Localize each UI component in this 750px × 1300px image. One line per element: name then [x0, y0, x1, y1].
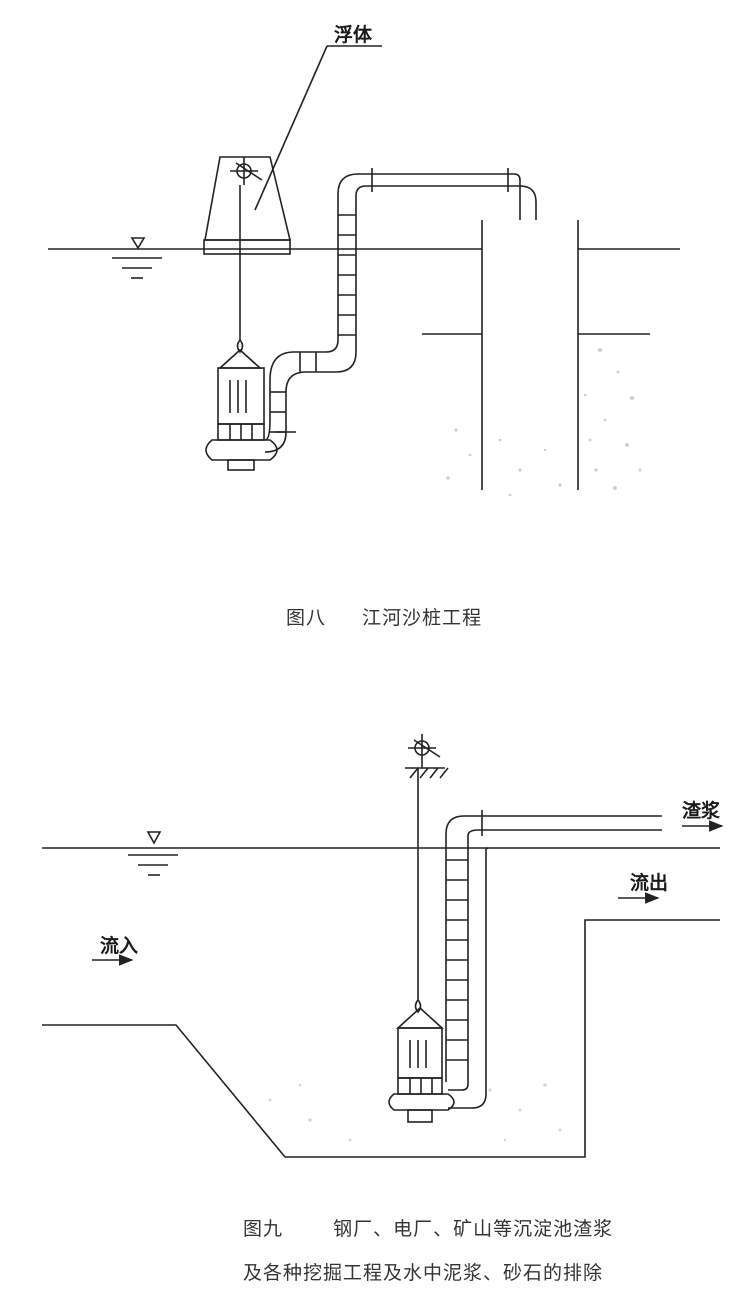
- figure9-caption-line1: 图九 钢厂、电厂、矿山等沉淀池渣浆: [243, 1214, 613, 1241]
- basin-hook-icon: [414, 999, 422, 1014]
- figure8-caption-title: 江河沙桩工程: [362, 607, 483, 629]
- slurry-discharge-hose: [445, 810, 662, 1109]
- figure9-diagram: [42, 734, 724, 1158]
- figure8-caption-number: 图八: [286, 607, 327, 629]
- figure8-diagram: [48, 45, 680, 497]
- outflow-label: 流出: [630, 872, 669, 894]
- figure8-caption: 图八 江河沙桩工程: [286, 603, 482, 630]
- submersible-pump: [205, 348, 278, 471]
- discharge-hose: [264, 168, 537, 453]
- float-label: 浮体: [334, 24, 373, 46]
- figure9-caption-text1: 钢厂、电厂、矿山等沉淀池渣浆: [333, 1218, 614, 1240]
- sediment-texture: [446, 348, 642, 497]
- basin-sediment-texture: [268, 1083, 562, 1142]
- basin-submersible-pump: [388, 1006, 455, 1123]
- hook-icon: [236, 339, 244, 354]
- float-leader-line: [254, 45, 328, 211]
- basin-water-level-symbol: [128, 831, 178, 876]
- sand-pile-pit: [422, 220, 650, 490]
- water-level-symbol: [112, 237, 162, 279]
- slurry-label: 渣浆: [682, 800, 721, 822]
- figure9-caption-number: 图九: [243, 1218, 284, 1240]
- basin-profile: [42, 919, 720, 1158]
- pulley-icon: [230, 157, 263, 185]
- support-pulley-icon: [405, 734, 449, 779]
- figure9-caption-line2: 及各种挖掘工程及水中泥浆、砂石的排除: [243, 1262, 604, 1284]
- inflow-label: 流入: [100, 935, 139, 957]
- float-body: [203, 156, 292, 255]
